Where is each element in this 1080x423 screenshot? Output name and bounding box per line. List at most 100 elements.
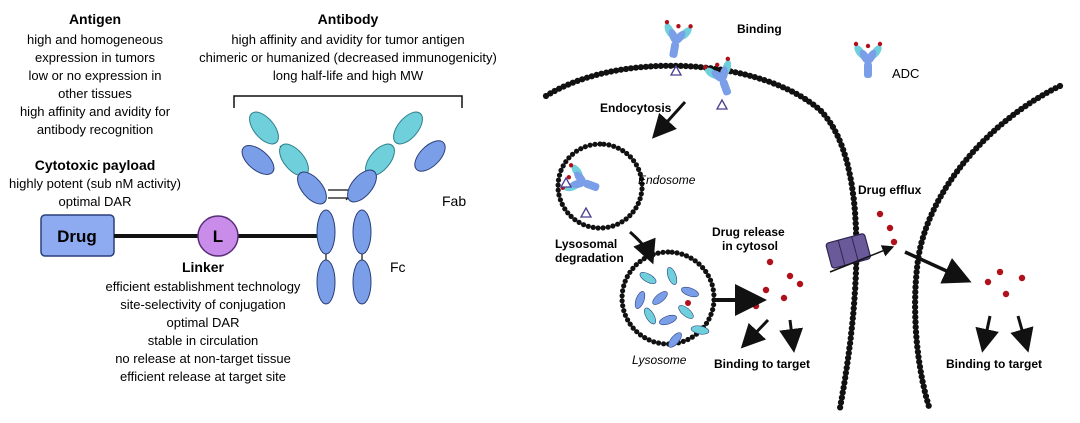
arrow-bind-c — [975, 315, 999, 353]
payload-dot — [876, 210, 884, 218]
antigen-line: other tissues — [58, 86, 132, 101]
lysosome-membrane-bead — [656, 340, 662, 346]
endosome-membrane-bead — [627, 213, 633, 219]
adc-arm — [719, 66, 728, 83]
endosome-membrane-bead — [562, 206, 568, 212]
cell-membrane-bead — [742, 71, 749, 78]
endosome-membrane-bead — [581, 222, 587, 228]
endosome-membrane-bead — [606, 142, 612, 148]
endosome-membrane-bead — [630, 209, 636, 215]
endocytosis-label: Endocytosis — [600, 101, 672, 115]
neighbor-membrane-bead — [912, 304, 919, 311]
lysosome-membrane-bead — [630, 265, 636, 271]
endosome-membrane-bead — [595, 225, 601, 231]
fc-domain — [352, 259, 372, 305]
linker-circle — [197, 215, 239, 257]
cell-membrane-bead — [632, 64, 640, 71]
fc-domain — [316, 209, 336, 255]
endosome-membrane-bead — [610, 223, 616, 229]
cell-membrane-bead — [617, 66, 625, 73]
pump-body — [825, 233, 871, 269]
lysosome-label: Lysosome — [632, 353, 687, 367]
arrow-endocytosis — [651, 100, 687, 139]
adc-label: ADC — [892, 66, 919, 81]
cell-membrane-bead — [851, 290, 858, 297]
endosome-membrane-bead — [637, 171, 643, 177]
lysosome-membrane-bead — [709, 282, 715, 288]
pump-stripe — [837, 240, 846, 266]
adc-payload — [566, 175, 572, 180]
cell-membrane-bead — [692, 63, 699, 70]
cell-membrane-bead — [842, 369, 850, 376]
endosome-membrane-bead — [638, 176, 645, 182]
lysosomal-label: Lysosomal — [555, 237, 617, 251]
linker-line: stable in circulation — [148, 333, 259, 348]
neighbor-membrane-bead — [922, 225, 930, 232]
payload-dot — [796, 280, 804, 288]
neighbor-membrane-bead — [913, 338, 920, 346]
adc-payload — [725, 56, 731, 62]
lysosome-membrane-bead — [621, 308, 627, 314]
endosome-membrane-bead — [556, 192, 562, 198]
endosome-membrane-bead — [623, 216, 629, 222]
adc-molecules — [559, 19, 883, 218]
linker-symbol: L — [213, 227, 223, 246]
cell-membrane-bead — [852, 275, 859, 282]
neighbor-membrane-bead — [912, 279, 919, 286]
endosome-membrane-bead — [556, 172, 563, 178]
fc-label: Fc — [390, 259, 406, 275]
endosome-membrane-bead — [563, 159, 569, 165]
cell-membrane-bead — [603, 69, 610, 76]
cell-membrane-bead — [848, 330, 855, 337]
lysosome-membrane-bead — [630, 325, 636, 331]
lysosome-membrane-bead — [621, 283, 627, 289]
endosome-membrane-bead — [572, 217, 578, 223]
endosome-membrane-bead — [627, 154, 634, 160]
endosome-membrane-bead — [636, 166, 642, 172]
neighbor-membrane-bead — [926, 215, 933, 222]
lysosome-membrane-bead — [650, 251, 656, 257]
cell-membrane-bead — [647, 63, 654, 70]
cell-membrane-bead — [852, 270, 860, 277]
cell-membrane-bead — [756, 75, 763, 82]
adc-binding — [703, 56, 732, 96]
arrow-to-lysosome — [629, 230, 656, 265]
endosome-membrane-bead — [578, 146, 584, 152]
lysosome-membrane-bead — [683, 253, 690, 259]
cell-membrane-bead — [847, 340, 854, 347]
cell-membrane-bead — [574, 77, 581, 84]
endosome-membrane-bead — [592, 141, 598, 147]
adc-payload — [877, 41, 883, 47]
neighbor-membrane-bead — [912, 299, 919, 306]
payload-dot — [766, 258, 774, 266]
cell-membrane-bead — [613, 67, 620, 74]
lysosome-membrane-bead — [624, 274, 630, 280]
lysosome-membrane-bead — [669, 249, 675, 255]
drug-efflux-label: Drug efflux — [858, 183, 922, 197]
payload-dot — [786, 272, 794, 280]
cell-membrane-bead — [849, 190, 857, 197]
cell-membrane-bead — [642, 63, 650, 70]
payload-dot — [1018, 274, 1026, 282]
cell-membrane-bead — [850, 310, 857, 317]
cell-membrane-bead — [853, 265, 860, 272]
cell-membrane-bead — [579, 76, 586, 83]
lysosome-membrane-bead — [619, 298, 625, 304]
antigen-marker — [579, 206, 593, 218]
adc-payload — [688, 24, 693, 29]
cell-membrane-bead — [622, 65, 630, 73]
arrow-outside — [904, 250, 972, 284]
cell-membrane-bead — [737, 70, 744, 77]
cell-membrane-bead — [849, 315, 856, 322]
cell-membrane-bead — [851, 300, 858, 307]
cell-membrane-bead — [847, 335, 854, 342]
adc-arm — [574, 171, 587, 185]
lysosome-fragment — [666, 267, 678, 285]
cell-membrane-bead — [852, 220, 859, 227]
adc-payload — [715, 62, 720, 68]
cell-membrane-bead — [838, 142, 845, 149]
cell-membrane-bead — [849, 185, 856, 192]
payload-dots — [752, 210, 1026, 310]
cell-membrane-bead — [844, 161, 851, 168]
cell-membrane-bead — [852, 285, 859, 292]
